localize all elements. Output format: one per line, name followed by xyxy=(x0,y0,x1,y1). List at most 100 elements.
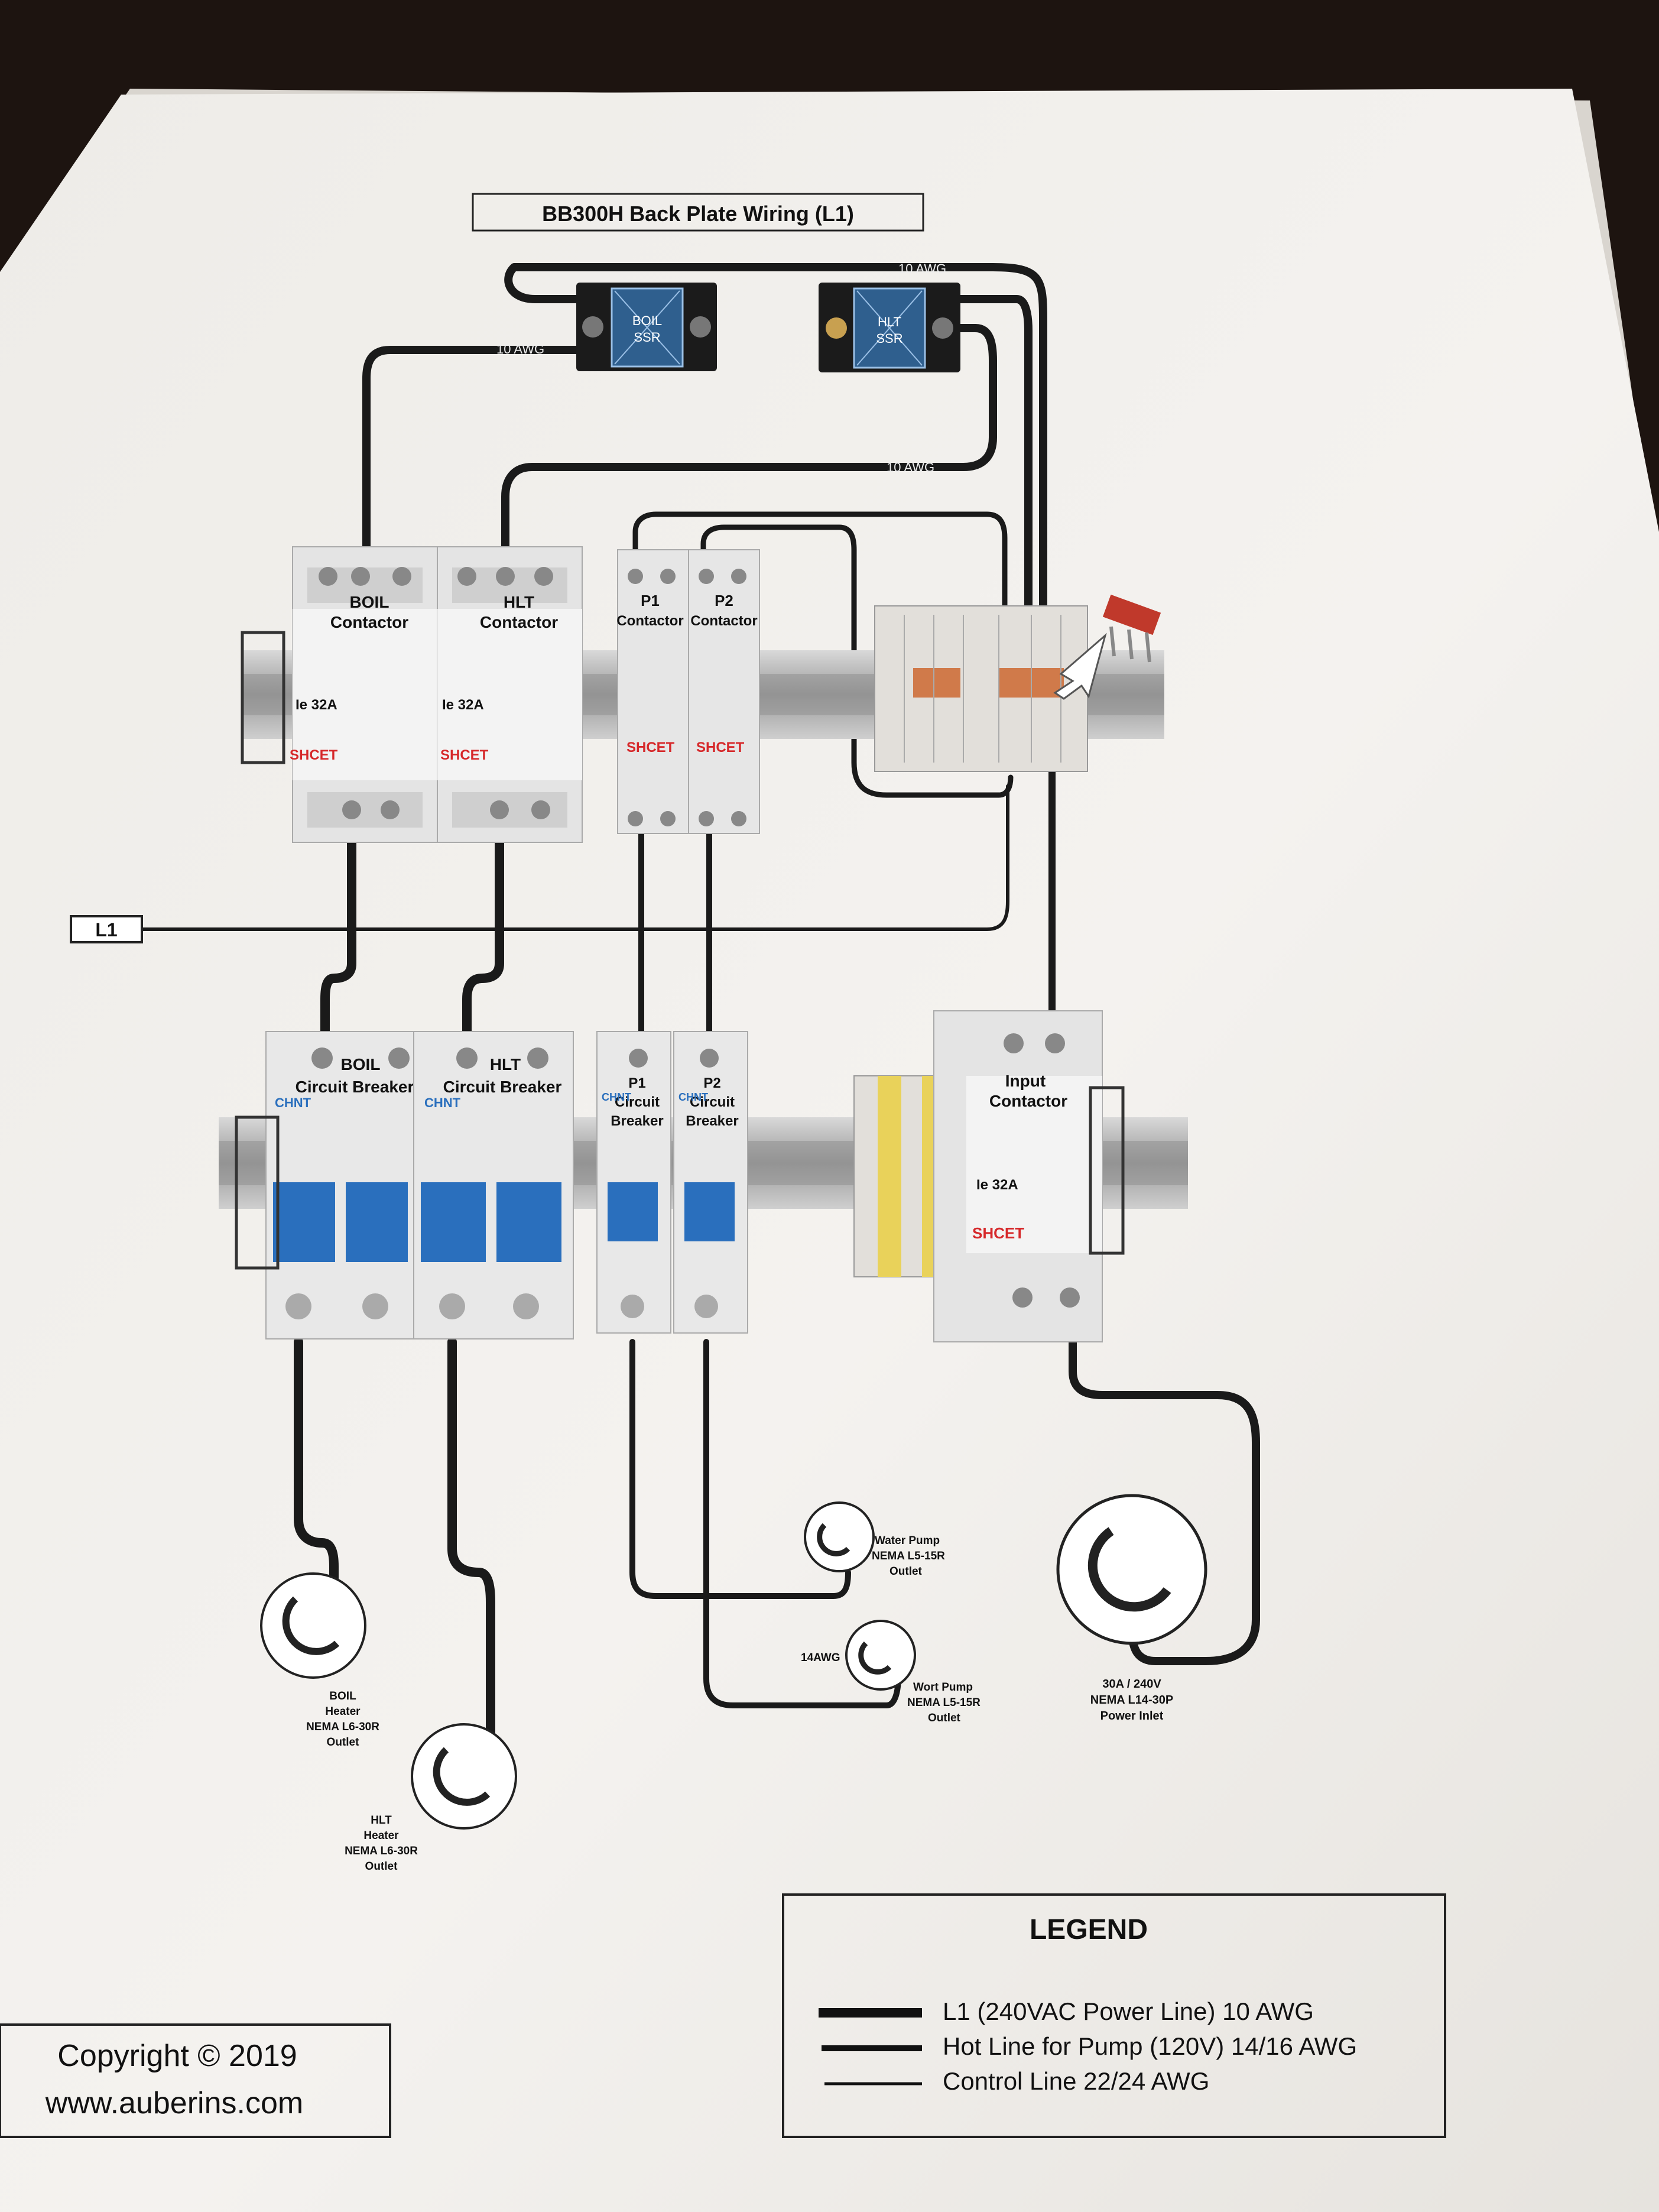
screw-icon xyxy=(694,1295,718,1318)
svg-text:Wort Pump: Wort Pump xyxy=(913,1681,973,1694)
screw-icon xyxy=(456,1047,478,1069)
svg-text:Circuit Breaker: Circuit Breaker xyxy=(443,1078,562,1096)
screw-icon xyxy=(513,1293,539,1319)
breaker-handle xyxy=(496,1182,561,1262)
screw-icon xyxy=(826,317,847,339)
screw-icon xyxy=(690,316,711,338)
screw-icon xyxy=(582,316,603,338)
screw-icon xyxy=(351,567,370,586)
svg-text:Input: Input xyxy=(1005,1072,1046,1090)
svg-text:NEMA L14-30P: NEMA L14-30P xyxy=(1090,1694,1173,1707)
svg-text:CHNT: CHNT xyxy=(424,1095,461,1110)
svg-text:14AWG: 14AWG xyxy=(801,1652,840,1664)
svg-text:CHNT: CHNT xyxy=(275,1095,311,1110)
svg-text:10 AWG: 10 AWG xyxy=(898,261,946,276)
copyright-box: Copyright © 2019 www.auberins.com xyxy=(0,2023,391,2138)
svg-text:10 AWG: 10 AWG xyxy=(887,460,934,475)
svg-text:Ie 32A: Ie 32A xyxy=(296,697,337,713)
screw-icon xyxy=(311,1047,333,1069)
svg-text:Contactor: Contactor xyxy=(989,1092,1067,1110)
svg-text:Outlet: Outlet xyxy=(889,1565,923,1578)
hlt-contactor: HLT Contactor Ie 32A SHCET xyxy=(437,546,583,843)
svg-text:30A / 240V: 30A / 240V xyxy=(1102,1678,1161,1691)
water-pump-outlet: Water Pump NEMA L5-15R Outlet xyxy=(804,1501,945,1578)
breaker-handle xyxy=(684,1182,735,1241)
hlt-heater-outlet: HLT Heater NEMA L6-30R Outlet xyxy=(345,1723,517,1873)
screw-icon xyxy=(1012,1287,1033,1308)
boil-circuit-breaker: BOIL Circuit Breaker CHNT xyxy=(265,1031,414,1339)
svg-text:BOIL: BOIL xyxy=(329,1690,356,1702)
screw-icon xyxy=(700,1049,719,1068)
screw-icon xyxy=(381,800,400,819)
breaker-handle xyxy=(608,1182,658,1241)
end-stop-left-bottom xyxy=(235,1115,280,1270)
svg-text:HLT: HLT xyxy=(504,593,534,611)
legend-item-label: L1 (240VAC Power Line) 10 AWG xyxy=(943,1997,1314,2025)
screw-icon xyxy=(628,811,643,826)
svg-text:Outlet: Outlet xyxy=(365,1860,398,1873)
p2-circuit-breaker: P2 Circuit Breaker CHNT xyxy=(673,1031,748,1334)
terminal-block-group-top xyxy=(874,605,1088,772)
svg-text:Contactor: Contactor xyxy=(616,613,683,629)
power-inlet: 30A / 240V NEMA L14-30P Power Inlet xyxy=(1056,1494,1207,1723)
svg-text:HLT: HLT xyxy=(490,1055,521,1073)
svg-text:Contactor: Contactor xyxy=(690,613,757,629)
end-stop-left xyxy=(241,631,285,764)
svg-text:SSR: SSR xyxy=(876,331,902,346)
screw-icon xyxy=(439,1293,465,1319)
hlt-circuit-breaker: HLT Circuit Breaker CHNT xyxy=(413,1031,574,1339)
svg-text:Contactor: Contactor xyxy=(480,613,558,631)
svg-text:NEMA L6-30R: NEMA L6-30R xyxy=(345,1845,418,1857)
screw-icon xyxy=(496,567,515,586)
svg-text:NEMA L6-30R: NEMA L6-30R xyxy=(306,1721,379,1733)
svg-text:NEMA L5-15R: NEMA L5-15R xyxy=(907,1697,981,1709)
svg-text:HLT: HLT xyxy=(371,1814,392,1827)
svg-text:Breaker: Breaker xyxy=(611,1113,663,1129)
screw-icon xyxy=(527,1047,548,1069)
svg-text:L1: L1 xyxy=(95,919,117,940)
screw-icon xyxy=(392,567,411,586)
wire-gauge-labels: 10 AWG 10 AWG 10 AWG xyxy=(496,261,946,475)
svg-text:LEGEND: LEGEND xyxy=(1030,1914,1148,1945)
screw-icon xyxy=(1060,1287,1080,1308)
boil-ssr: BOIL SSR xyxy=(576,283,717,371)
diagram-title: BB300H Back Plate Wiring (L1) xyxy=(472,193,924,232)
svg-text:SHCET: SHCET xyxy=(626,740,675,755)
breaker-handle xyxy=(421,1182,486,1262)
legend-item-label: Control Line 22/24 AWG xyxy=(943,2067,1209,2095)
input-contactor: Input Contactor Ie 32A SHCET xyxy=(933,1010,1125,1342)
svg-text:Circuit Breaker: Circuit Breaker xyxy=(296,1078,414,1096)
screw-icon xyxy=(660,811,676,826)
svg-text:Breaker: Breaker xyxy=(686,1113,738,1129)
screw-icon xyxy=(342,800,361,819)
screw-icon xyxy=(660,569,676,584)
svg-text:Copyright © 2019: Copyright © 2019 xyxy=(57,2039,297,2073)
screw-icon xyxy=(1045,1033,1065,1053)
hlt-ssr: HLT SSR xyxy=(819,283,960,372)
svg-text:BOIL: BOIL xyxy=(350,593,389,611)
screw-icon xyxy=(628,569,643,584)
svg-text:P2: P2 xyxy=(715,592,733,609)
p1-circuit-breaker: P1 Circuit Breaker CHNT xyxy=(596,1031,671,1334)
legend: LEGEND L1 (240VAC Power Line) 10 AWG Hot… xyxy=(782,1893,1446,2138)
svg-text:SHCET: SHCET xyxy=(440,747,489,763)
svg-text:SHCET: SHCET xyxy=(696,740,745,755)
svg-text:SHCET: SHCET xyxy=(290,747,338,763)
screw-icon xyxy=(699,569,714,584)
screw-icon xyxy=(621,1295,644,1318)
screw-icon xyxy=(362,1293,388,1319)
end-stop-right xyxy=(1089,1086,1125,1255)
svg-text:BOIL: BOIL xyxy=(632,313,662,328)
legend-item-label: Hot Line for Pump (120V) 14/16 AWG xyxy=(943,2032,1357,2060)
wires xyxy=(140,263,1260,1766)
svg-text:P2: P2 xyxy=(703,1075,720,1091)
svg-text:10 AWG: 10 AWG xyxy=(496,342,544,356)
svg-text:Circuit: Circuit xyxy=(615,1094,660,1110)
svg-text:Heater: Heater xyxy=(363,1830,399,1842)
screw-icon xyxy=(319,567,337,586)
screw-icon xyxy=(531,800,550,819)
boil-heater-outlet: BOIL Heater NEMA L6-30R Outlet xyxy=(260,1572,379,1749)
breaker-handle xyxy=(346,1182,408,1262)
svg-text:SSR: SSR xyxy=(634,330,660,345)
